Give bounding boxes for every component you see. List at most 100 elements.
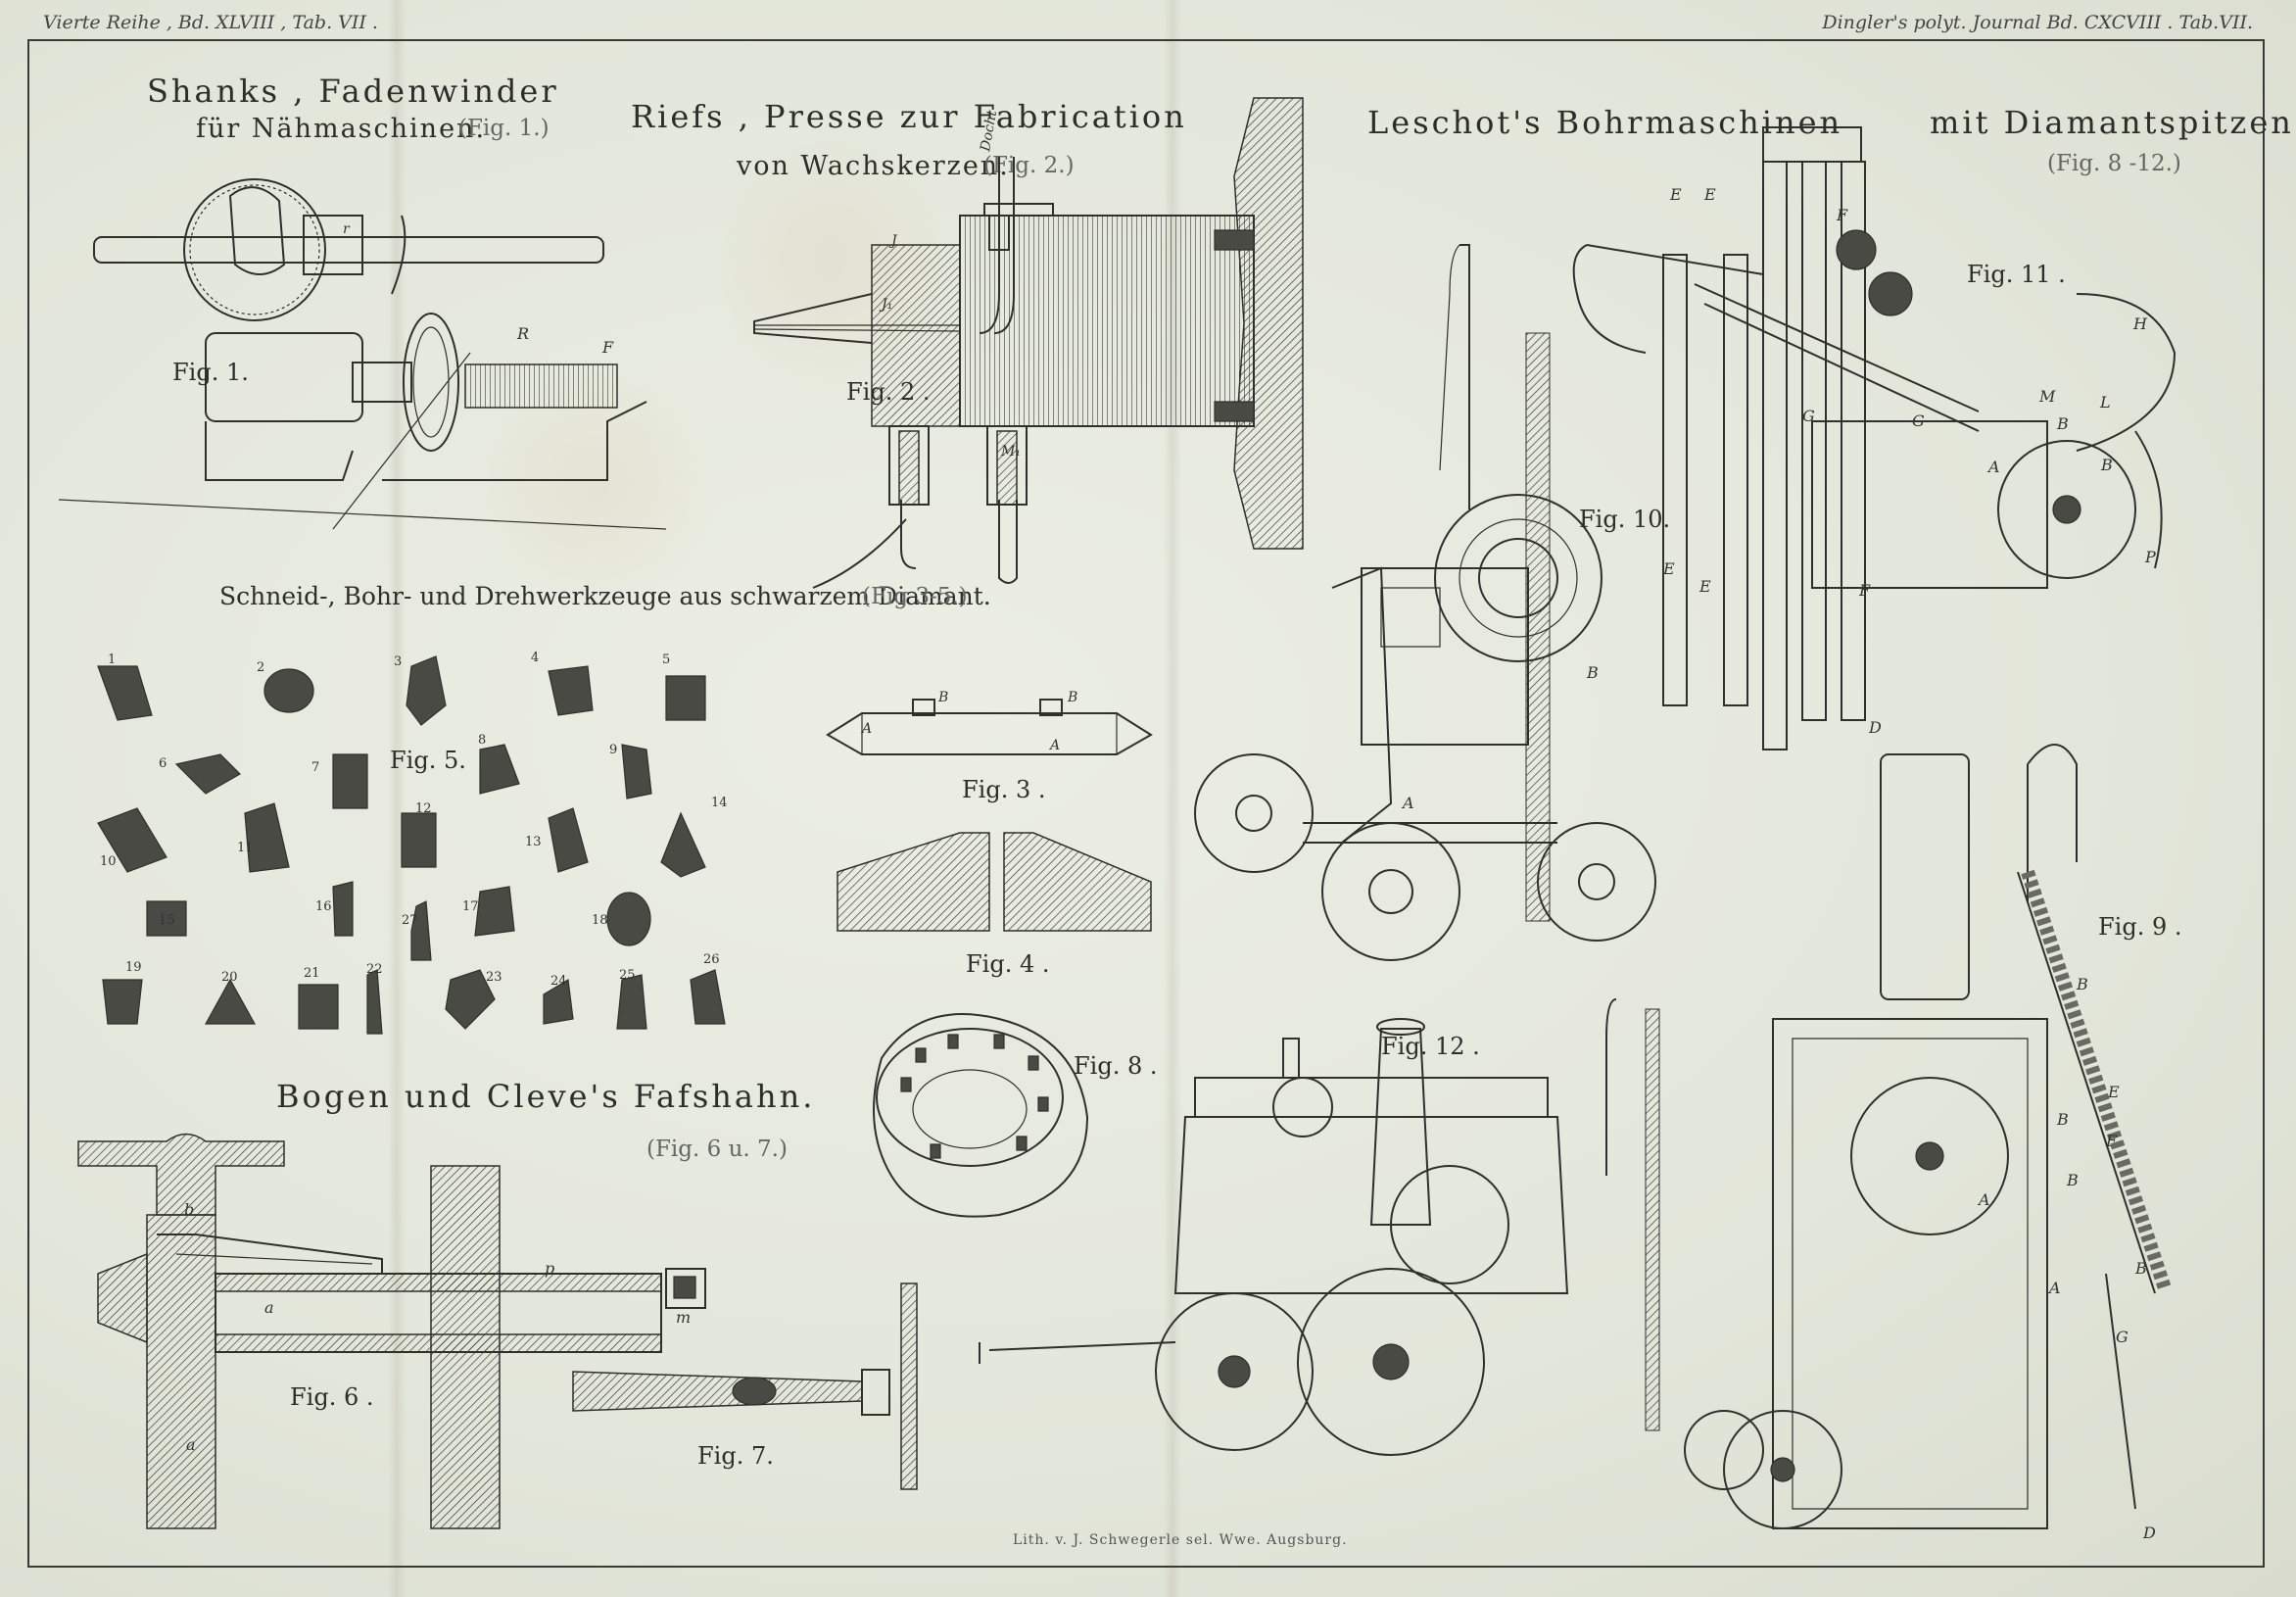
fig3-label: Fig. 3 . — [962, 776, 1046, 803]
diamond-shape — [549, 666, 593, 715]
letter-label: a — [264, 1298, 274, 1317]
diamond-number: 4 — [531, 651, 540, 665]
fig1-label: Fig. 1. — [172, 359, 249, 386]
letter-label: a — [186, 1435, 196, 1454]
diamond-number: 8 — [478, 733, 487, 748]
letter-label: E — [1662, 559, 1675, 578]
diamond-shape — [176, 754, 240, 794]
letter-label: E — [1703, 185, 1716, 204]
letter-label: B — [1067, 690, 1077, 705]
diamond-number: 10 — [100, 854, 117, 869]
diamond-number: 6 — [159, 756, 167, 771]
letter-label: Docht — [978, 109, 1000, 154]
letter-label: M₁ — [1000, 444, 1021, 460]
fig5-label: Fig. 5. — [390, 747, 466, 774]
fig11-label: Fig. 11 . — [1967, 261, 2066, 288]
fig10-label: Fig. 10. — [1579, 506, 1671, 533]
shanks-ref: (Fig. 1.) — [458, 116, 550, 141]
letter-label: A — [860, 721, 872, 737]
stain — [470, 372, 725, 607]
diamond-shape — [661, 813, 705, 877]
diamond-number: 22 — [366, 962, 383, 977]
letter-label: m — [676, 1308, 691, 1327]
diamond-number: 25 — [619, 968, 636, 983]
diamond-shape — [333, 882, 353, 936]
fig3-tool-drawing: A A B B — [823, 690, 1156, 774]
letter-label: J — [888, 233, 898, 249]
fig6-faucet-section-drawing: b a a p m — [69, 1127, 725, 1538]
diamond-shape — [480, 745, 519, 794]
header-left: Vierte Reihe , Bd. XLVIII , Tab. VII . — [43, 12, 378, 33]
diamond-shape — [98, 666, 152, 720]
diamond-shape — [98, 808, 167, 872]
letter-label: H — [2132, 315, 2148, 333]
diamond-number: 5 — [662, 653, 671, 667]
fig9-label: Fig. 9 . — [2098, 913, 2182, 941]
fig1-thread-winder-drawing: r R F — [59, 157, 686, 568]
letter-label: p — [545, 1259, 554, 1278]
diamond-shape — [691, 970, 725, 1024]
diamond-number: 12 — [415, 801, 432, 816]
letter-label: A — [1977, 1190, 1990, 1209]
leschot-title: Leschot's Bohrmaschinen — [1367, 104, 1843, 141]
bogen-ref: (Fig. 6 u. 7.) — [646, 1137, 788, 1162]
diamond-number: 13 — [525, 835, 542, 849]
diamond-number: 17 — [462, 899, 479, 914]
letter-label: A — [2047, 1279, 2061, 1297]
fig8-label: Fig. 8 . — [1074, 1052, 1158, 1080]
diamond-number: 23 — [486, 970, 502, 985]
plate-border — [27, 39, 2265, 1568]
leschot-title-2: mit Diamantspitzen. — [1930, 104, 2296, 141]
diamond-shape — [617, 975, 646, 1029]
letter-label: E — [1669, 185, 1682, 204]
fig2-candle-press-drawing: Docht J J₁ M₁ — [744, 98, 1313, 578]
diamond-number: 20 — [221, 970, 238, 985]
diamond-number: 7 — [311, 760, 320, 775]
shanks-title: Shanks , Fadenwinder — [147, 73, 559, 110]
fold-line — [388, 0, 406, 1597]
fig9-portable-drill-drawing: B F E B B B A A G D — [1685, 745, 2233, 1542]
diamond-shape — [407, 656, 446, 725]
diamond-shape — [245, 803, 289, 872]
fig6-label: Fig. 6 . — [290, 1383, 374, 1411]
diamond-shape — [666, 676, 705, 720]
letter-label: E — [1698, 577, 1711, 596]
diamond-number: 14 — [711, 796, 728, 810]
letter-label: D — [2142, 1524, 2156, 1542]
diamond-number: 3 — [394, 654, 403, 669]
fig8-drill-crown-drawing — [862, 999, 1097, 1225]
letter-label: B — [2076, 975, 2088, 993]
letter-label: F — [1836, 206, 1848, 224]
shanks-subtitle: für Nähmaschinen. — [196, 114, 487, 144]
letter-label: F — [601, 338, 614, 357]
diamond-shape — [402, 813, 436, 867]
diamond-number: 19 — [125, 960, 142, 975]
diamond-number: 24 — [550, 974, 567, 989]
letter-label: B — [2100, 456, 2113, 474]
fig7-label: Fig. 7. — [697, 1442, 774, 1470]
diamond-number: 11 — [237, 841, 254, 855]
letter-label: B — [937, 690, 948, 705]
diamond-number: 16 — [315, 899, 332, 914]
diamond-shape — [549, 808, 588, 872]
diamond-number: 1 — [108, 653, 117, 667]
diamond-number: 9 — [609, 743, 618, 757]
fig10-drilling-machine-drawing: B A — [1185, 235, 1695, 980]
diamond-number: 15 — [159, 913, 175, 928]
diamond-number: 27 — [402, 913, 418, 928]
diamond-shape — [333, 754, 367, 808]
fig12-locomobile-drill-drawing — [1136, 999, 1704, 1519]
diamond-shape — [264, 669, 313, 712]
diamond-title: Schneid-, Bohr- und Drehwerkzeuge aus sc… — [219, 582, 991, 610]
diamond-shape — [103, 980, 142, 1024]
letter-label: G — [1802, 407, 1815, 425]
letter-label: r — [343, 221, 351, 237]
diamond-number: 2 — [257, 660, 265, 675]
letter-label: F — [2105, 1132, 2118, 1150]
letter-label: G — [2116, 1328, 2129, 1346]
diamond-shape — [544, 980, 573, 1024]
fig5-diamonds-drawing — [78, 647, 764, 1048]
diamond-number: 26 — [703, 952, 720, 967]
diamond-shape — [367, 970, 382, 1034]
diamond-number: 21 — [304, 966, 320, 981]
